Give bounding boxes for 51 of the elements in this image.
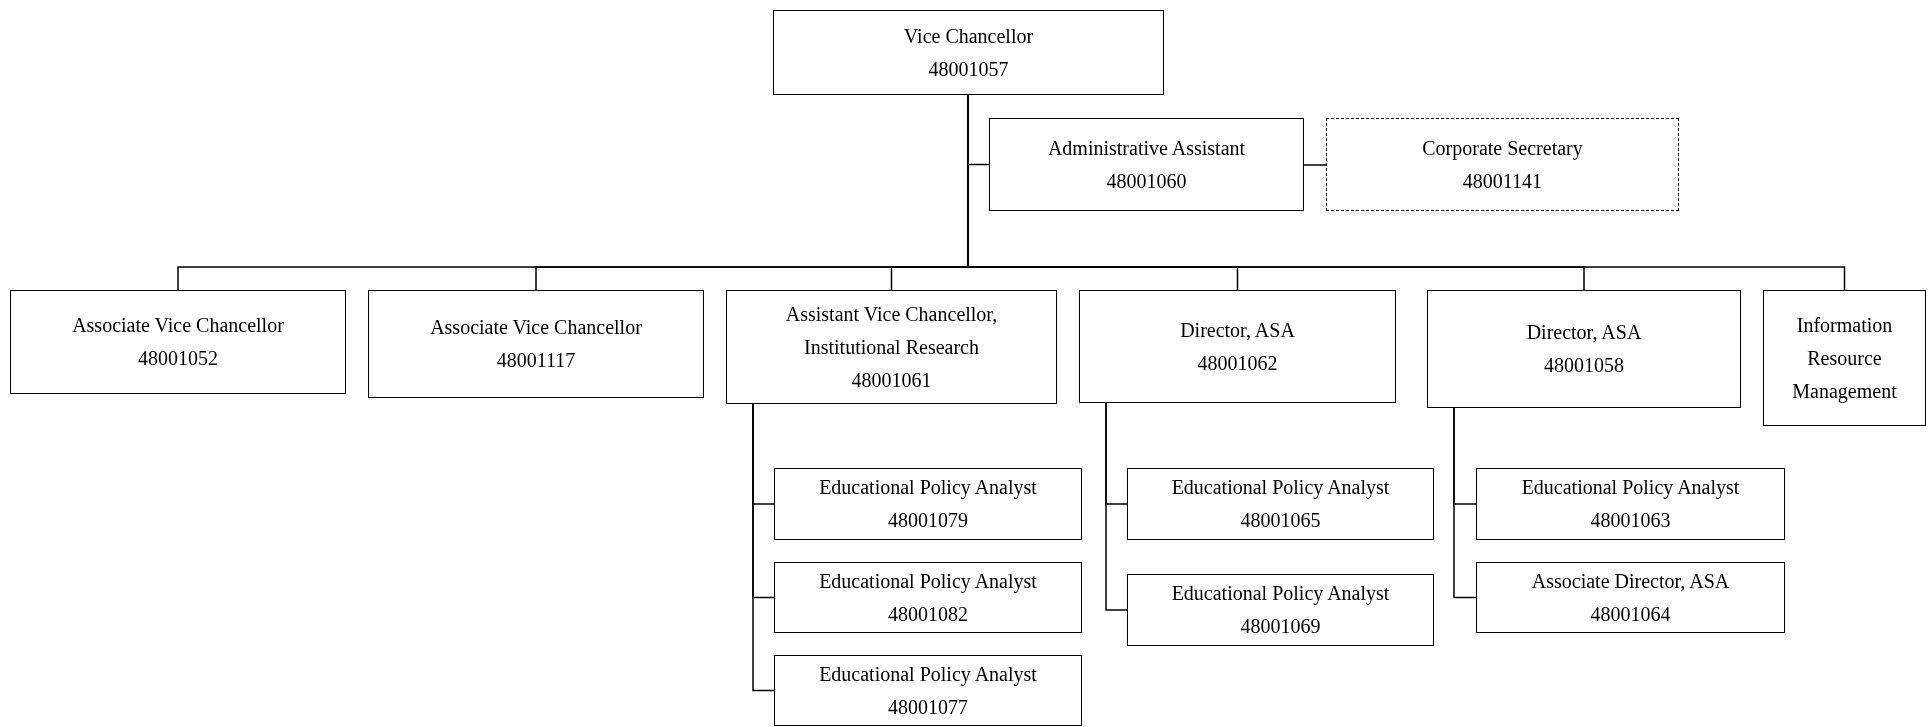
position-box <box>1127 574 1434 646</box>
position-number: 48001052 <box>138 346 218 371</box>
position-number: 48001069 <box>1240 614 1321 639</box>
position-title: Corporate Secretary <box>1422 135 1583 162</box>
position-number: 48001077 <box>888 694 968 720</box>
position-title: Educational Policy Analyst <box>819 568 1037 595</box>
position-box <box>774 655 1082 726</box>
position-box <box>774 468 1082 540</box>
position-title: Information Resource Management <box>1791 312 1898 405</box>
position-number: 48001082 <box>888 601 968 627</box>
position-title: Administrative Assistant <box>1047 135 1246 161</box>
position-number: 48001079 <box>888 508 968 533</box>
position-box <box>773 10 1164 95</box>
connector-line <box>1303 164 1327 166</box>
position-box <box>1427 290 1741 408</box>
position-number: 48001063 <box>1590 508 1671 533</box>
position-box <box>1127 468 1434 540</box>
connector-line <box>752 403 775 692</box>
position-title: Associate Vice Chancellor <box>430 315 642 340</box>
position-number: 48001060 <box>1106 168 1187 194</box>
position-title: Director, ASA <box>1526 320 1642 345</box>
position-number: 48001058 <box>1544 353 1624 378</box>
position-box <box>10 290 346 394</box>
position-title: Associate Vice Chancellor <box>72 313 284 338</box>
position-title: Educational Policy Analyst <box>1171 475 1390 501</box>
position-number: 48001141 <box>1462 168 1543 194</box>
position-box <box>1476 468 1785 540</box>
connector-line <box>1453 407 1477 599</box>
position-box <box>1079 290 1396 403</box>
position-number: 48001117 <box>496 348 576 373</box>
position-title: Educational Policy Analyst <box>819 661 1037 688</box>
position-box <box>774 562 1082 633</box>
position-title: Director, ASA <box>1180 317 1295 343</box>
position-number: 48001061 <box>851 367 932 393</box>
connector-line <box>1105 402 1128 611</box>
position-number: 48001057 <box>928 56 1009 82</box>
position-box <box>989 118 1304 211</box>
position-title: Educational Policy Analyst <box>1171 581 1390 607</box>
position-box <box>1326 118 1679 211</box>
position-title: Assistant Vice Chancellor, Institutional Research <box>784 301 999 360</box>
position-box <box>368 290 704 398</box>
position-box <box>1476 562 1785 633</box>
position-number: 48001062 <box>1197 350 1278 376</box>
position-title: Educational Policy Analyst <box>819 475 1037 501</box>
position-title: Associate Director, ASA <box>1531 568 1730 594</box>
position-number: 48001065 <box>1240 508 1321 533</box>
position-box <box>1763 290 1926 426</box>
position-number: 48001064 <box>1590 601 1671 627</box>
position-title: Vice Chancellor <box>903 23 1034 49</box>
position-box <box>726 290 1057 404</box>
position-title: Educational Policy Analyst <box>1521 475 1740 501</box>
